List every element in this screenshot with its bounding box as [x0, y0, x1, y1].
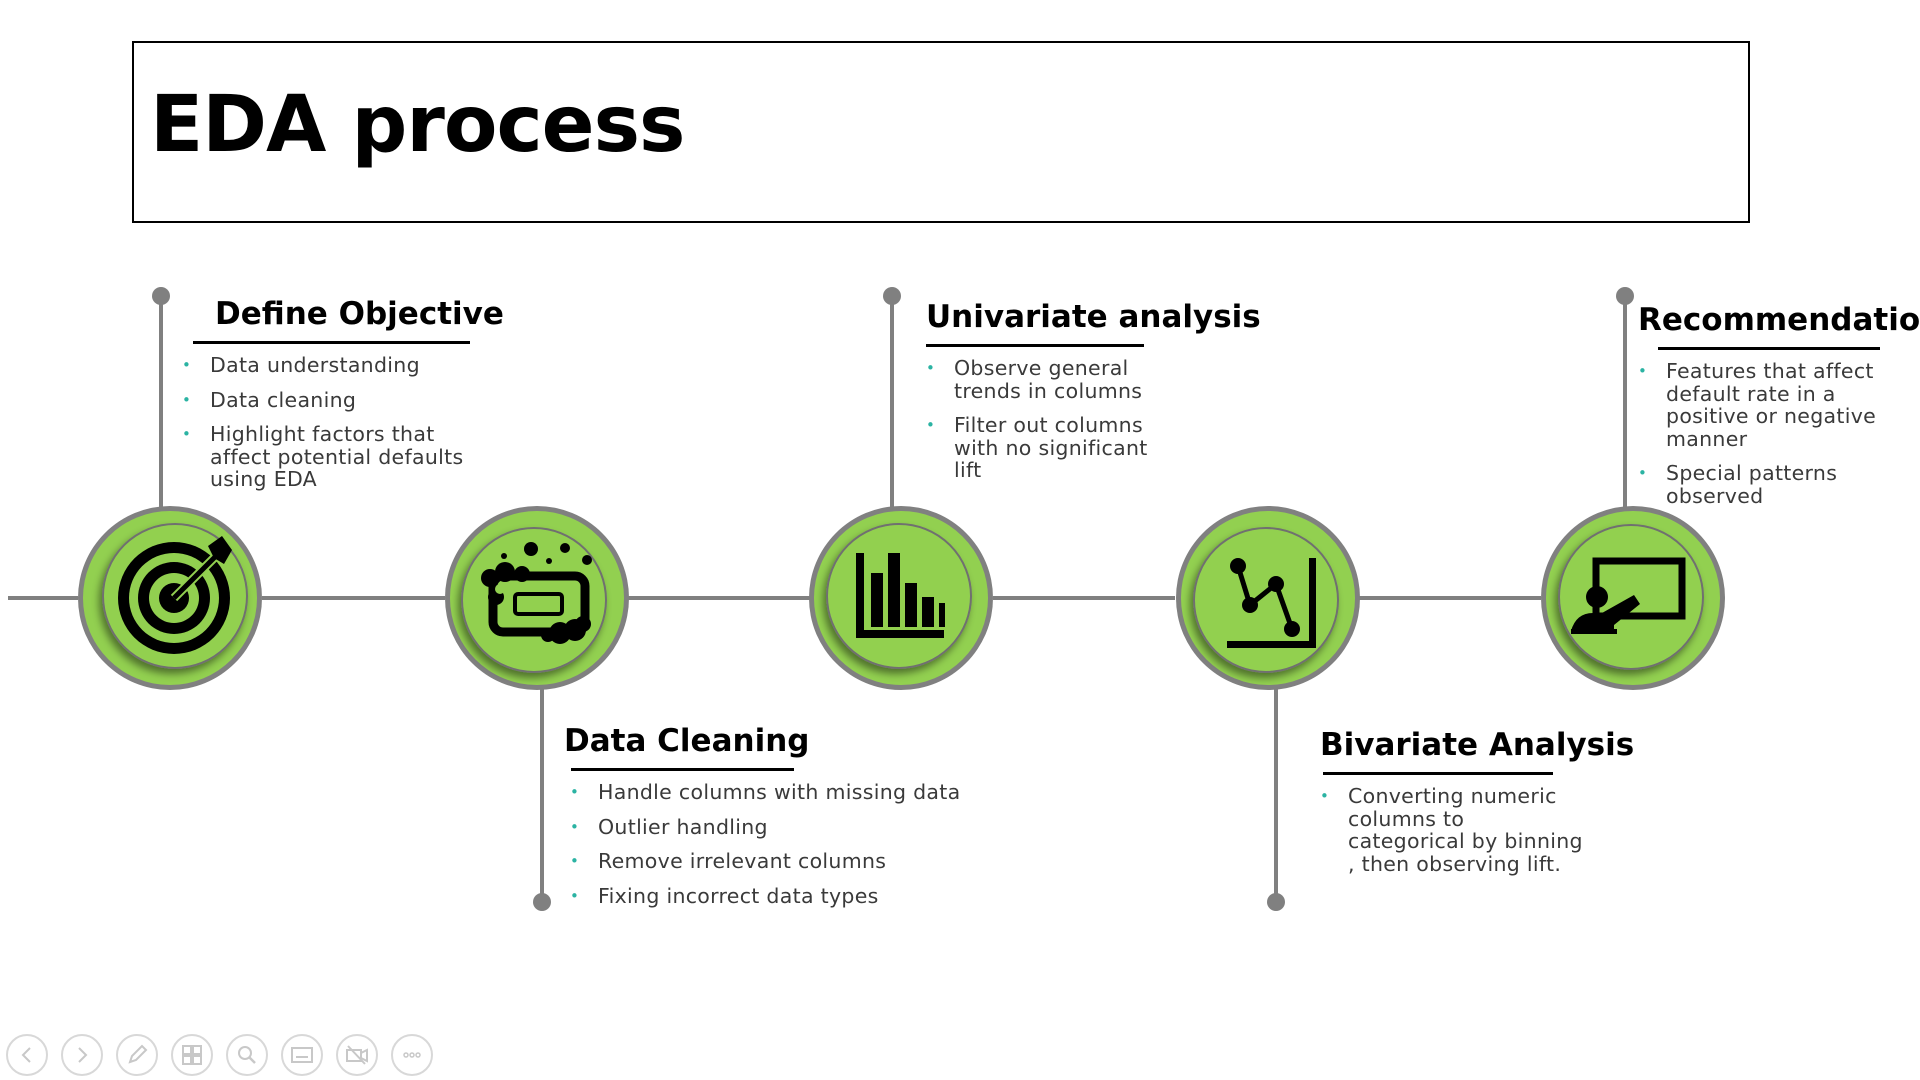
heading-underline: [571, 768, 794, 772]
cleaning-icon: [481, 542, 592, 644]
subtitles-icon: [291, 1047, 313, 1063]
step-bivariate-analysis: Bivariate Analysis Converting numeric co…: [1320, 727, 1635, 887]
slideshow-toolbar: [6, 1034, 433, 1076]
bullet-item: Data understanding: [182, 354, 482, 377]
pen-button[interactable]: [116, 1034, 158, 1076]
step-5-node: [1541, 506, 1725, 690]
heading-underline: [1658, 347, 1880, 351]
bullet-item: Data cleaning: [182, 389, 482, 412]
heading-underline: [926, 344, 1144, 348]
bullet-item: Handle columns with missing data: [570, 781, 964, 804]
bullet-item: Observe general trends in columns: [926, 357, 1161, 402]
step-heading: Data Cleaning: [564, 723, 810, 759]
bullet-item: Filter out columns with no significant l…: [926, 414, 1161, 482]
bullet-item: Special patterns observed: [1638, 462, 1920, 507]
step-2-node: [445, 506, 629, 690]
slides-grid-icon: [182, 1045, 202, 1065]
title-box: EDA process: [132, 41, 1750, 223]
camera-toggle-button[interactable]: [336, 1034, 378, 1076]
step-4-node: [1176, 506, 1360, 690]
bullet-item: Features that affect default rate in a p…: [1638, 360, 1920, 450]
pen-icon: [128, 1044, 148, 1064]
ellipsis-icon: [403, 1052, 421, 1058]
subtitles-button[interactable]: [281, 1034, 323, 1076]
bullet-item: Fixing incorrect data types: [570, 885, 964, 908]
presentation-icon: [1571, 557, 1686, 634]
zoom-button[interactable]: [226, 1034, 268, 1076]
heading-underline: [193, 341, 470, 345]
step-1-node: [78, 506, 262, 690]
connector-dot: [883, 287, 901, 305]
step-define-objective: Define Objective Data understanding Data…: [182, 296, 504, 503]
heading-underline: [1323, 772, 1553, 776]
step-heading: Bivariate Analysis: [1320, 727, 1635, 763]
connector-dot: [1267, 893, 1285, 911]
arrow-left-icon: [21, 1047, 31, 1063]
arrow-right-icon: [78, 1047, 88, 1063]
bullet-item: Converting numeric columns to categorica…: [1320, 785, 1585, 875]
step-3-node: [809, 506, 993, 690]
slide-title: EDA process: [150, 80, 685, 170]
magnifier-icon: [238, 1046, 256, 1064]
bullet-item: Outlier handling: [570, 816, 964, 839]
step-heading: Univariate analysis: [926, 299, 1261, 335]
bullet-item: Remove irrelevant columns: [570, 850, 964, 873]
step-univariate-analysis: Univariate analysis Observe general tren…: [926, 299, 1261, 494]
see-all-slides-button[interactable]: [171, 1034, 213, 1076]
camera-off-icon: [346, 1045, 368, 1065]
previous-slide-button[interactable]: [6, 1034, 48, 1076]
step-data-cleaning: Data Cleaning Handle columns with missin…: [564, 724, 964, 919]
connector-dot: [1616, 287, 1634, 305]
connector-dot: [533, 893, 551, 911]
line-chart-icon: [1227, 558, 1316, 648]
step-recommendations: Recommendations Features that affect def…: [1638, 303, 1920, 519]
target-icon: [118, 536, 232, 654]
bullet-item: Highlight factors that affect potential …: [182, 423, 482, 491]
next-slide-button[interactable]: [61, 1034, 103, 1076]
step-heading: Define Objective: [215, 296, 504, 332]
connector-dot: [152, 287, 170, 305]
more-options-button[interactable]: [391, 1034, 433, 1076]
bar-chart-icon: [856, 553, 945, 638]
step-heading: Recommendations: [1638, 302, 1920, 338]
